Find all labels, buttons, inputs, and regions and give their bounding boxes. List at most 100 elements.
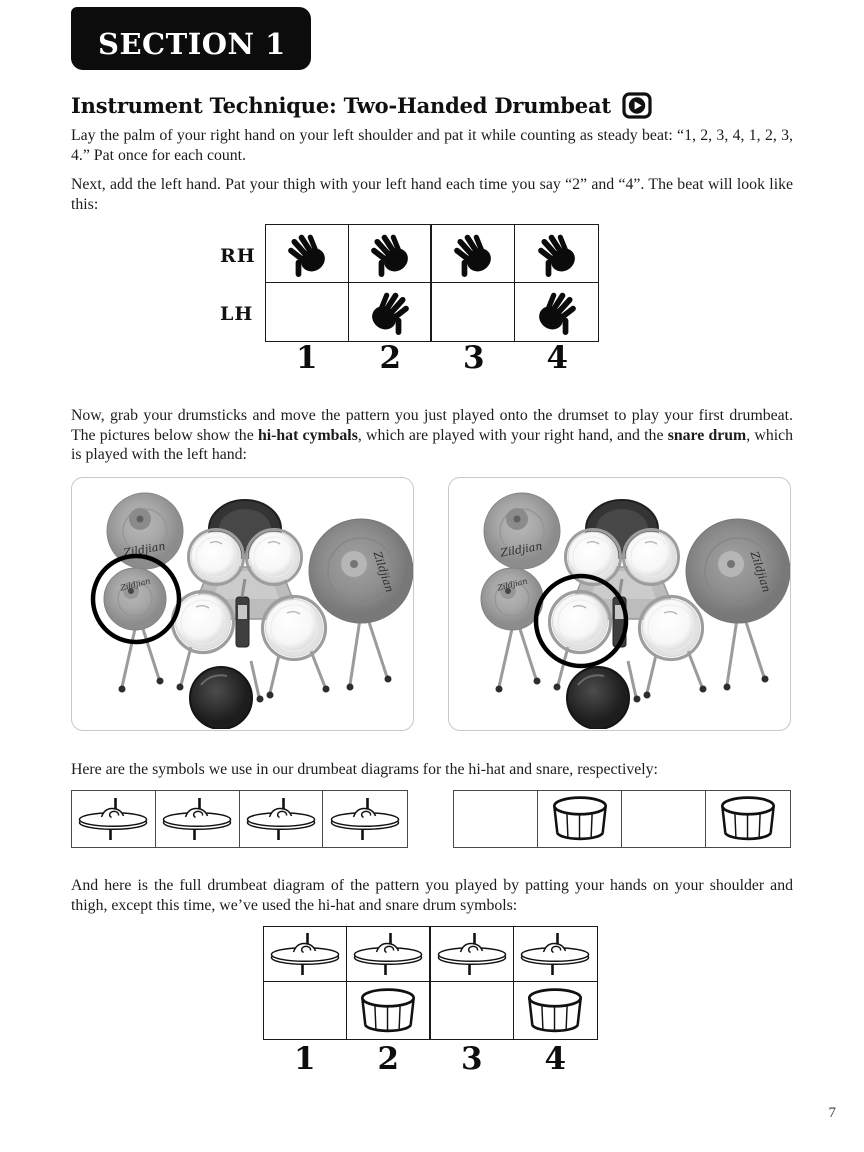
page-title: Instrument Technique: Two-Handed Drumbea… — [71, 93, 611, 118]
hihat-symbol-table — [71, 790, 408, 848]
hihat-symbol-icon — [437, 933, 506, 975]
drumset-paragraph-text-1: Now, grab your drumsticks and move the p… — [71, 407, 793, 444]
count-2: 2 — [379, 340, 402, 376]
hand-right-cell — [515, 225, 598, 283]
right-hand-icon — [454, 234, 491, 277]
hand-left-cell — [515, 283, 598, 341]
hihat-symbol-icon — [270, 933, 340, 975]
count-4: 4 — [544, 1041, 567, 1077]
drumset-illustration: Zildjian Zildjian Zildjian — [480, 492, 790, 729]
hihat-cell — [513, 927, 597, 982]
hand-beat-counts: 1 2 3 4 — [265, 340, 599, 376]
hihat-cell — [430, 927, 514, 982]
rack-tom-2 — [621, 528, 680, 586]
bass-pedal — [235, 578, 249, 648]
floor-tom — [637, 594, 704, 662]
video-play-icon[interactable] — [622, 92, 652, 119]
drum-throne — [188, 666, 253, 729]
floor-tom — [260, 594, 327, 662]
hand-left-cell — [349, 283, 432, 341]
ride-cymbal: Zildjian — [685, 518, 790, 624]
hihat-highlight-circle — [90, 553, 181, 645]
left-hand-icon — [371, 292, 409, 335]
hihat-symbol-icon — [521, 933, 590, 975]
hihat-symbol-icon — [330, 798, 400, 840]
right-hand-icon — [288, 234, 325, 277]
rack-tom-1 — [563, 528, 622, 586]
page-number: 7 — [828, 1105, 837, 1121]
drum-hardware-legs — [120, 618, 388, 698]
right-hand-icon — [537, 234, 575, 277]
diagram-snare-row — [264, 982, 597, 1039]
hand-right-cell — [432, 225, 515, 283]
ride-cymbal: Zildjian — [308, 518, 413, 624]
empty-cell — [431, 982, 514, 1039]
crash-cymbal: Zildjian — [106, 492, 183, 570]
hihat-cell — [347, 927, 431, 982]
hihat-symbol-icon — [79, 798, 148, 840]
drum-hardware-legs — [497, 618, 765, 698]
crash-cymbal: Zildjian — [483, 492, 560, 570]
hand-beat-table — [265, 224, 599, 342]
symbol-key-caption: Here are the symbols we use in our drumb… — [71, 761, 658, 778]
hihat-cymbal: Zildjian — [103, 567, 166, 631]
diagram-counts: 1 2 3 4 — [263, 1041, 597, 1077]
intro-paragraph-2: Next, add the left hand. Pat your thigh … — [71, 176, 793, 213]
snare-symbol-icon — [360, 987, 415, 1032]
hihat-cymbal: Zildjian — [480, 567, 543, 631]
full-drumbeat-diagram — [263, 926, 598, 1040]
left-hand-icon — [538, 292, 576, 335]
diagram-hihat-row — [264, 927, 597, 982]
count-2: 2 — [377, 1041, 400, 1077]
hihat-symbol-icon — [353, 933, 423, 975]
count-3: 3 — [462, 340, 485, 376]
left-hand-row — [266, 283, 598, 341]
snare-cell — [706, 791, 790, 847]
empty-cell — [432, 283, 515, 341]
drumset-photo-snare-circled: Zildjian Zildjian Zildjian — [448, 477, 791, 731]
drum-throne — [565, 666, 630, 729]
snare-symbol-icon — [552, 796, 607, 841]
snare-drum — [170, 589, 235, 655]
hihat-symbol-icon — [246, 798, 316, 840]
snare-symbol-table — [453, 790, 791, 848]
snare-symbol-icon — [720, 796, 776, 841]
full-diagram-intro: And here is the full drumbeat diagram of… — [71, 877, 793, 914]
right-hand-row — [266, 225, 598, 283]
count-3: 3 — [460, 1041, 483, 1077]
snare-highlight-circle — [533, 573, 628, 669]
left-hand-row-label: LH — [220, 303, 254, 325]
rack-tom-1 — [186, 528, 245, 586]
drumset-photo-hihat-circled: Zildjian Zildjian Zildjian — [71, 477, 414, 731]
empty-cell — [266, 283, 349, 341]
hand-right-cell — [349, 225, 432, 283]
snare-cell — [347, 982, 431, 1039]
lesson-title-row: Instrument Technique: Two-Handed Drumbea… — [71, 92, 652, 119]
drumset-paragraph-text-2: , which are played with your right hand,… — [357, 426, 668, 444]
snare-symbol-icon — [528, 987, 583, 1032]
section-label: SECTION 1 — [98, 27, 286, 61]
right-hand-icon — [370, 234, 408, 277]
hand-right-cell — [266, 225, 349, 283]
count-1: 1 — [293, 1041, 316, 1077]
intro-paragraph-1: Lay the palm of your right hand on your … — [71, 127, 793, 164]
drumset-illustration: Zildjian Zildjian Zildjian — [90, 492, 413, 729]
hihat-cell — [264, 927, 348, 982]
drumset-paragraph: Now, grab your drumsticks and move the p… — [71, 406, 793, 465]
hihat-cell — [156, 791, 240, 847]
empty-cell — [264, 982, 348, 1039]
snare-bold-term: snare drum — [667, 426, 747, 444]
hihat-cell — [72, 791, 156, 847]
empty-cell — [622, 791, 706, 847]
right-hand-row-label: RH — [220, 245, 256, 267]
hihat-symbol-icon — [162, 798, 232, 840]
hihat-cell — [323, 791, 407, 847]
snare-cell — [514, 982, 597, 1039]
empty-cell — [454, 791, 538, 847]
snare-drum — [547, 589, 612, 655]
snare-cell — [538, 791, 622, 847]
count-4: 4 — [546, 340, 569, 376]
rack-tom-2 — [244, 528, 303, 586]
section-banner: SECTION 1 — [71, 7, 311, 70]
